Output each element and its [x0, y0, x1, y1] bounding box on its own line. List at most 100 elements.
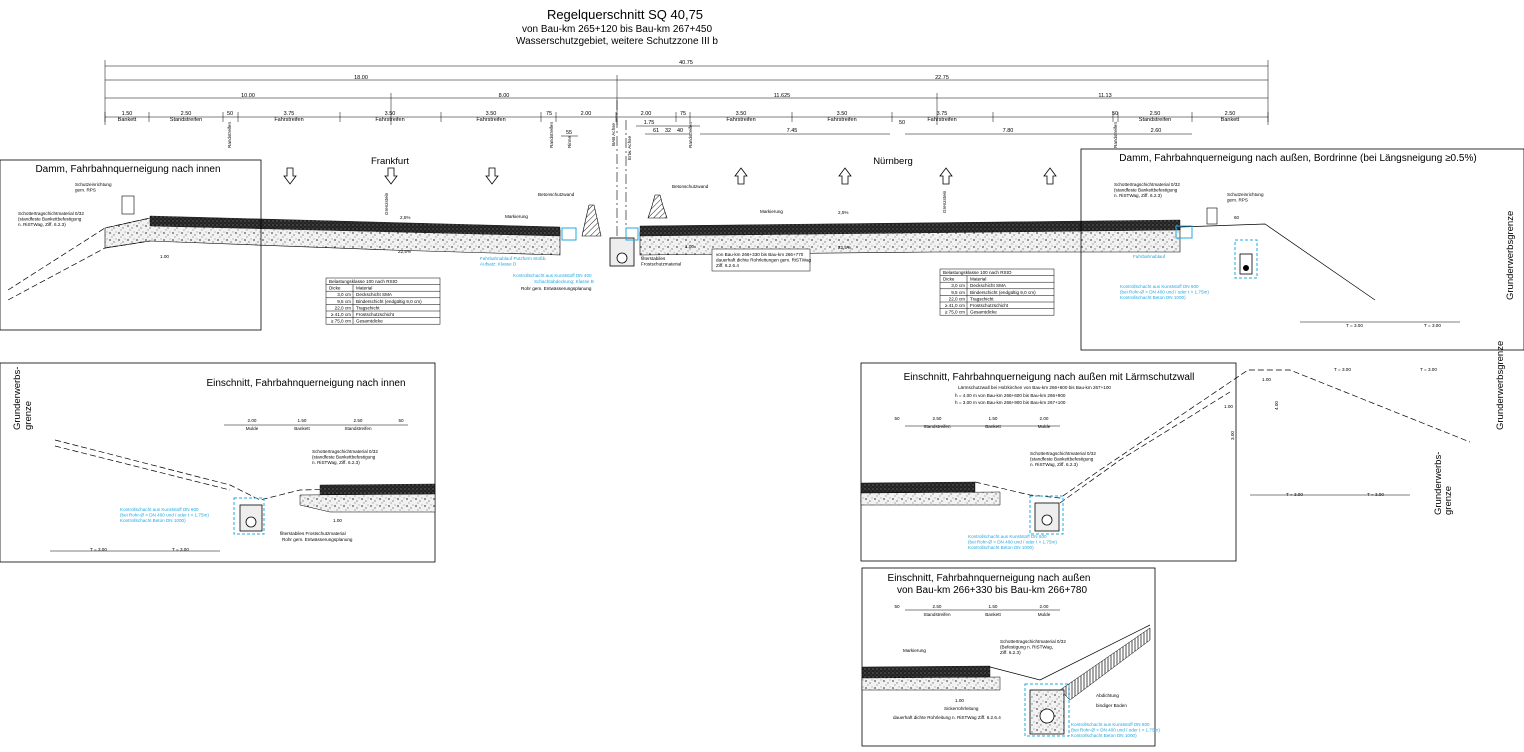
- label-km-note: dauerhaft dichte Rohrleitungen gem. RiST…: [716, 258, 812, 263]
- panel-e-kontroll: (bei Rohr-Ø > DN 400 und / oder t > 1.75…: [1071, 728, 1160, 733]
- segment-value: 2.00: [581, 111, 592, 117]
- panel-c-label: Mulde: [246, 426, 259, 431]
- median-inlet: [561, 227, 577, 241]
- right-pavement: [639, 219, 1181, 237]
- table-cell: 9,5 cm: [951, 290, 965, 295]
- segment-value: 2.50: [1150, 111, 1161, 117]
- panel-a-schotter: (standfeste Bankettbefestigung: [18, 217, 82, 222]
- panel-d-w: 1.00: [1262, 377, 1271, 382]
- segment-value: 3.75: [937, 111, 948, 117]
- table-cell: Deckschicht SMA: [356, 292, 393, 297]
- randstreifen-l: Randstreifen: [227, 122, 232, 148]
- panel-c-schotter: Schottertragschichtmaterial 0/32: [312, 449, 378, 454]
- table-cell: Tragschicht: [970, 296, 994, 301]
- panel-e-dicht: dauerhaft dichte Rohrleitung n. RiSTWag …: [893, 715, 1001, 720]
- panel-d-dim: 1.50: [989, 416, 998, 421]
- panel-d-kontroll: Kontrollschacht Beton DN 1000): [968, 545, 1034, 550]
- panel-c-w: 1.00: [333, 518, 342, 523]
- drawing-title: Regelquerschnitt SQ 40,75: [547, 7, 703, 22]
- panel-d-grund: Grunderwerbs-: [1433, 452, 1444, 515]
- arrow-down-icon: [283, 167, 297, 185]
- panel-d-label: Mulde: [1038, 424, 1051, 429]
- table-cell: ≥ 75,0 cm: [331, 319, 351, 324]
- table-cell: ≥ 41,0 cm: [945, 303, 965, 308]
- table-cell: 9,5 cm: [337, 299, 351, 304]
- post-right: [1206, 207, 1218, 225]
- label-frost: Frostschutzmaterial: [641, 262, 681, 267]
- panel-a-schutz: Schutzeinrichtung: [75, 182, 112, 187]
- panel-e-dim: 50: [894, 604, 900, 609]
- panel-a-title: Damm, Fahrbahnquerneigung nach innen: [35, 164, 220, 175]
- panel-e-markierung: Markierung: [903, 648, 926, 653]
- arrow-down-icon: [384, 167, 398, 185]
- panel-b-schotter: Schottertragschichtmaterial 0/32: [1114, 182, 1180, 187]
- panel-c-dim: 50: [398, 418, 404, 423]
- right-shaft-pipe: [1243, 265, 1249, 271]
- panel-einschnitt-laermschutz: Einschnitt, Fahrbahnquerneigung nach auß…: [860, 341, 1506, 562]
- label-km-note: Ziff. 6.2.6.4: [716, 263, 739, 268]
- segment-value: 3.50: [837, 111, 848, 117]
- panel-d-schotter: n. RiSTWag, Ziff. 6.2.3): [1030, 462, 1078, 467]
- arrow-up-icon: [1043, 167, 1057, 185]
- bab-achse-label: BAB Achse: [611, 123, 616, 146]
- table-title: Belastungsklasse 100 nach RStO: [943, 270, 1012, 275]
- label-km-note: von Bau-km 266+330 bis Bau-km 266+770: [716, 252, 804, 257]
- dim-40: 40: [677, 128, 683, 134]
- panel-d-h2: 3.00: [1230, 431, 1235, 440]
- segment-label: Fahrstreifen: [375, 117, 404, 123]
- table-cell: 3,0 cm: [951, 283, 965, 288]
- arrow-down-icon: [485, 167, 499, 185]
- dim-left-outer: 10.00: [241, 93, 255, 99]
- median-inlet-2: [625, 227, 639, 241]
- panel-b-bordrinne: Fahrbahnablauf: [1133, 254, 1166, 259]
- panel-einschnitt-aussen: Einschnitt, Fahrbahnquerneigung nach auß…: [861, 567, 1160, 747]
- segment-value: 3.50: [486, 111, 497, 117]
- panel-d-dim: 2.50: [933, 416, 942, 421]
- panel-d-sub1: Lärmschutzwall bei Holzkirchen von Bau-k…: [958, 385, 1111, 390]
- label-frost: filterstabiles: [641, 256, 666, 261]
- table-cell: Binderschicht (endgültig 9,0 cm): [356, 299, 422, 304]
- rinne-label: Rinne: [567, 136, 572, 148]
- table-head: Material: [970, 277, 986, 282]
- segment-value: 2.00: [641, 111, 652, 117]
- ertw-achse-label: Ertw. Achse: [627, 136, 632, 160]
- panel-e-sicker: Sickerrohrleitung: [944, 706, 979, 711]
- label-slope-r: 2,5%: [838, 210, 848, 215]
- panel-damm-aussen: Damm, Fahrbahnquerneigung nach außen, Bo…: [1080, 148, 1524, 351]
- randstreifen-rr: Randstreifen: [1113, 122, 1118, 148]
- direction-arrows: [283, 167, 1057, 185]
- median-drain: [609, 237, 635, 267]
- dimension-chains: [104, 60, 1269, 125]
- label-betonschutzwand-l: Betonschutzwand: [538, 192, 575, 197]
- panel-a-schotter: n. RiSTWag, Ziff. 6.2.3): [18, 222, 66, 227]
- panel-a-schutz: gem. RPS: [75, 188, 96, 193]
- segment-value: 75: [546, 111, 552, 117]
- panel-a-schotter: Schottertragschichtmaterial 0/32: [18, 211, 84, 216]
- table-cell: 22,0 cm: [335, 305, 352, 310]
- panel-c-kontroll: (bei Rohr-Ø > DN 400 und / oder t > 1.75…: [120, 513, 209, 518]
- table-cell: Tragschicht: [356, 305, 380, 310]
- dim-61: 61: [653, 128, 659, 134]
- dim-7-80: 7.80: [1003, 128, 1014, 134]
- panel-e-schotter: (Befestigung n. RiSTWag,: [1000, 645, 1053, 650]
- label-slope-l2: 22,5%: [398, 249, 411, 254]
- dim-50: 50: [899, 120, 905, 126]
- label-markierung-l: Markierung: [505, 214, 528, 219]
- drawing-subtitle-2: Wasserschutzgebiet, weitere Schutzzone I…: [516, 36, 718, 47]
- axes: BAB Achse Ertw. Achse Randstreifen Rands…: [227, 100, 1118, 265]
- table-title: Belastungsklasse 100 nach RStO: [329, 279, 398, 284]
- segment-value: 50: [227, 111, 233, 117]
- segment-value: 3.50: [385, 111, 396, 117]
- label-w100: 1.00: [685, 244, 694, 249]
- label-rinne: Aufsatz: Klasse D: [480, 262, 517, 267]
- panel-b-kontroll: (bei Rohr-Ø > DN 400 und / oder t > 1.75…: [1120, 290, 1209, 295]
- segment-label: Standstreifen: [1139, 117, 1171, 123]
- panel-b-schutz: Schutzeinrichtung: [1227, 192, 1264, 197]
- randstreifen-r: Randstreifen: [688, 122, 693, 148]
- panel-d-schotter: Schottertragschichtmaterial 0/32: [1030, 451, 1096, 456]
- panel-damm-innen: Damm, Fahrbahnquerneigung nach innen Sch…: [0, 159, 262, 331]
- segment-label: Bankett: [118, 117, 137, 123]
- panel-e-w: 1.00: [955, 698, 964, 703]
